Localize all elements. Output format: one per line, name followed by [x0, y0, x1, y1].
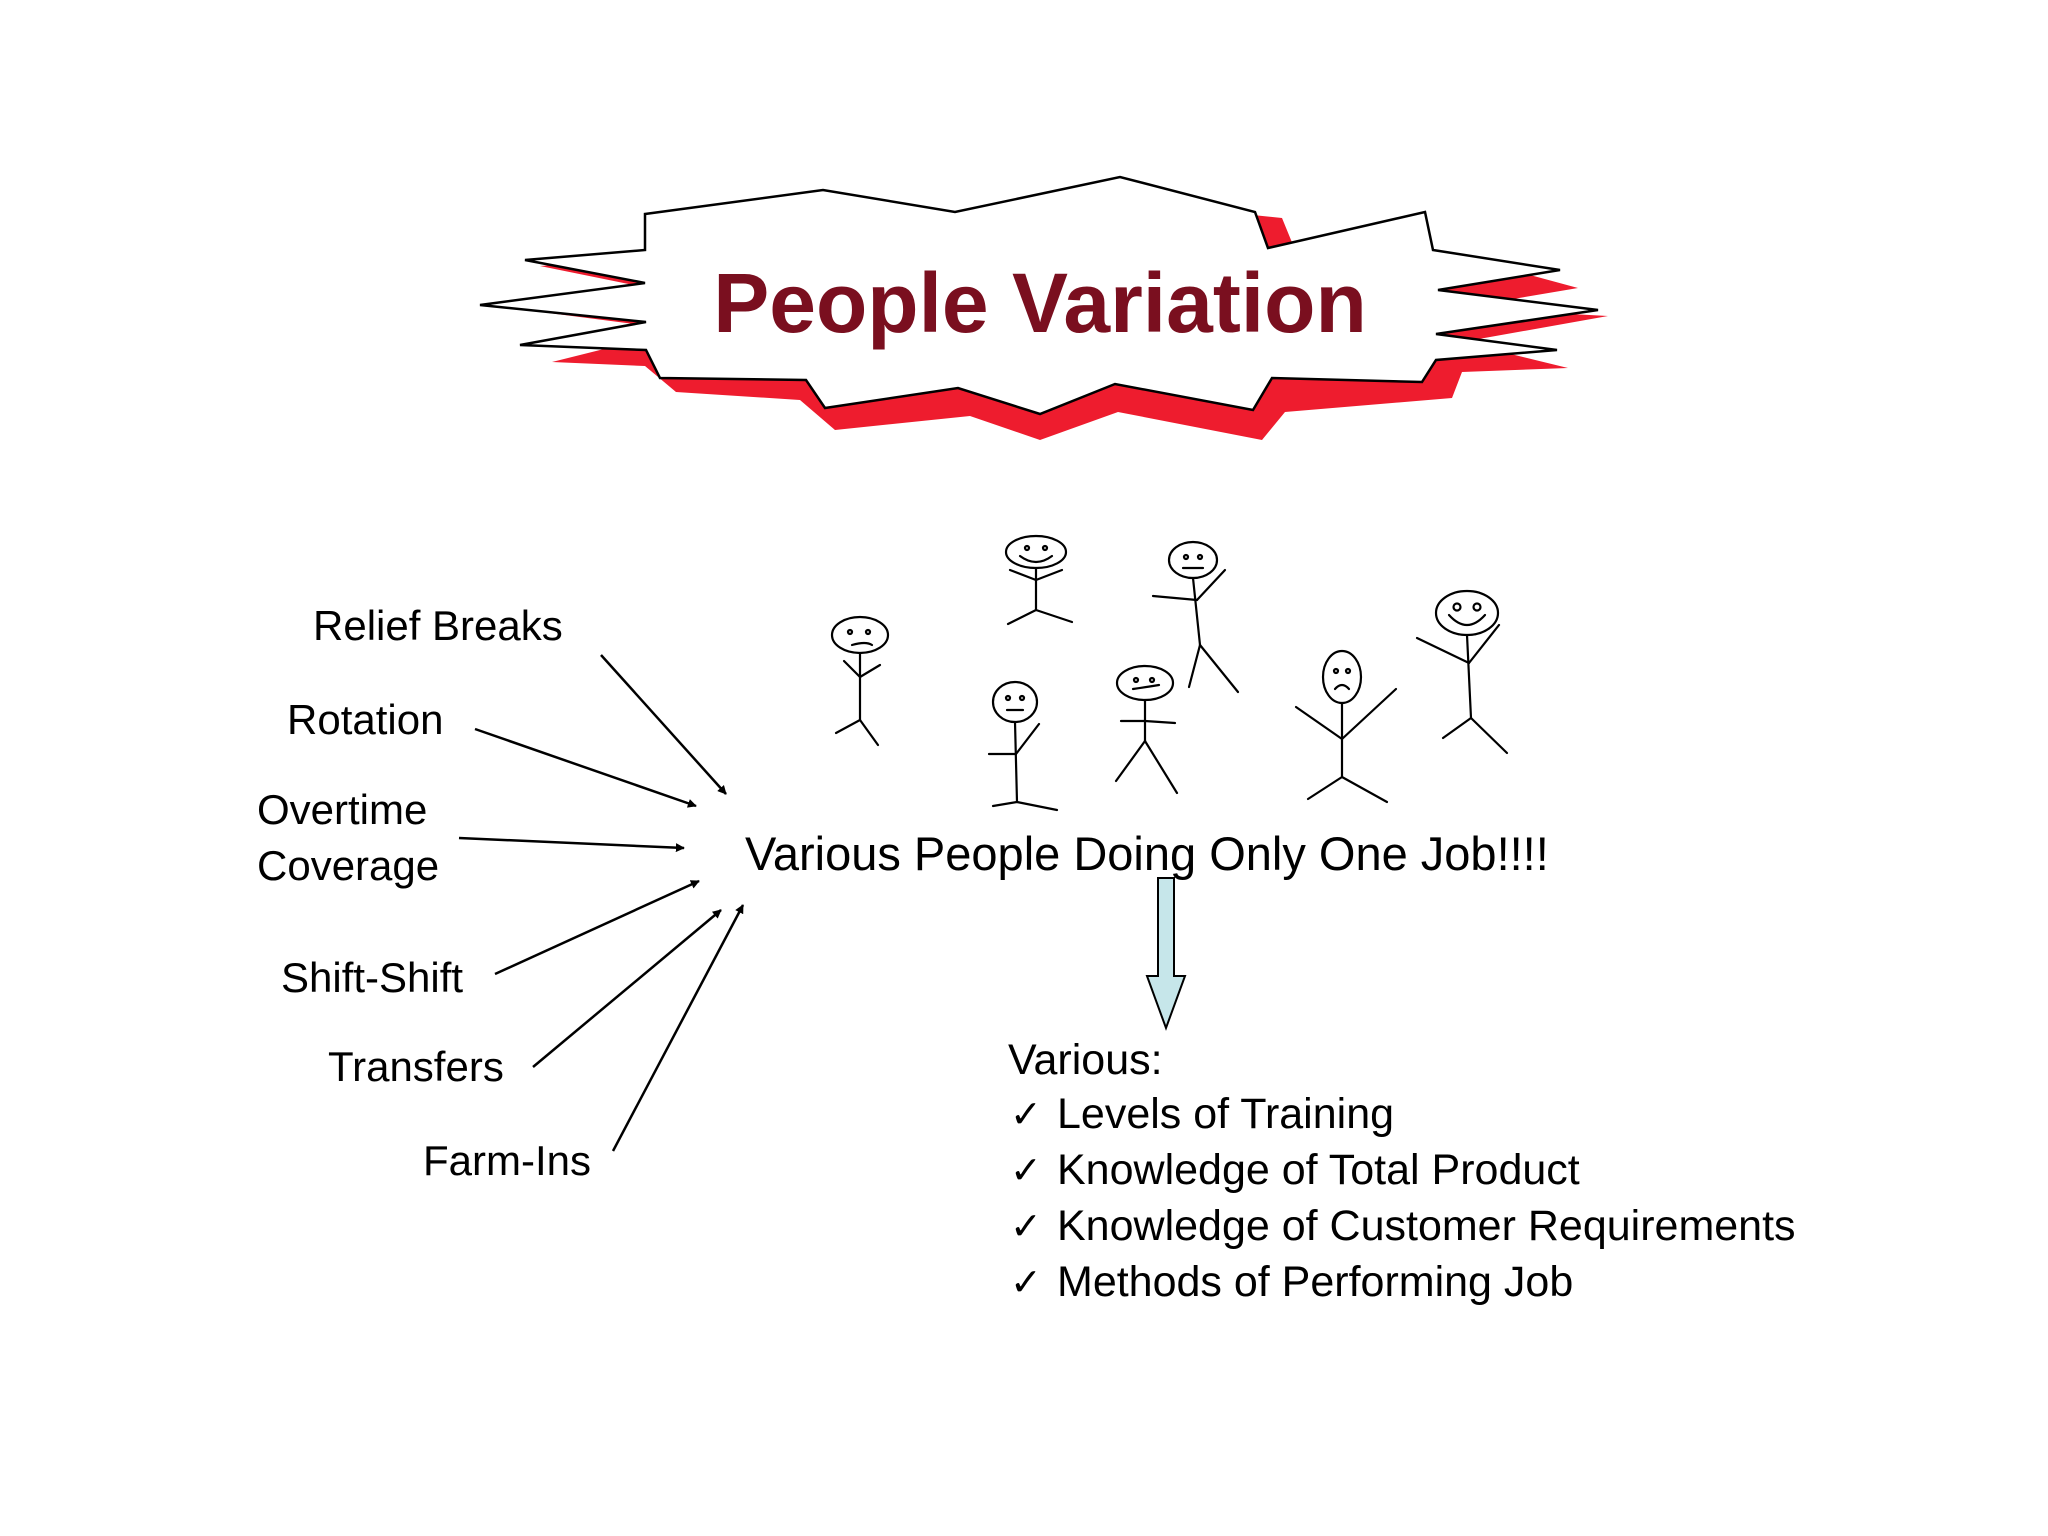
stick-figure-icon	[1294, 649, 1398, 804]
source-label-transfers: Transfers	[328, 1043, 504, 1090]
arrow-relief-breaks	[600, 654, 727, 795]
stick-figure-icon	[1151, 540, 1240, 694]
source-label-shift-shift: Shift-Shift	[281, 954, 463, 1001]
source-list: Relief Breaks Rotation Overtime Coverage…	[257, 602, 591, 1184]
source-label-overtime-line1: Overtime	[257, 786, 427, 833]
source-label-rotation: Rotation	[287, 696, 443, 743]
outcome-item-training: Levels of Training	[1057, 1090, 1394, 1138]
outcome-heading: Various:	[1008, 1036, 1163, 1084]
checkmark-icon: ✓	[1010, 1148, 1042, 1192]
central-statement: Various People Doing Only One Job!!!!	[745, 827, 1549, 880]
checkmark-icon: ✓	[1010, 1204, 1042, 1248]
arrow-farm-ins	[611, 904, 745, 1152]
source-label-farm-ins: Farm-Ins	[423, 1137, 591, 1184]
arrow-overtime-coverage	[458, 836, 685, 853]
stick-figure-icon	[830, 615, 890, 747]
stick-figures-group	[830, 534, 1509, 812]
stick-figure-icon	[1114, 664, 1179, 795]
outcome-item-methods: Methods of Performing Job	[1057, 1258, 1573, 1306]
checkmark-icon: ✓	[1010, 1092, 1042, 1136]
arrow-shift-shift	[494, 879, 700, 976]
down-arrow-icon	[1145, 877, 1187, 1031]
stick-figure-icon	[1004, 534, 1074, 626]
page-title: People Variation	[713, 256, 1367, 350]
outcome-item-total-product: Knowledge of Total Product	[1057, 1146, 1580, 1194]
outcome-item-customer-requirements: Knowledge of Customer Requirements	[1057, 1202, 1796, 1250]
source-label-overtime-line2: Coverage	[257, 842, 439, 889]
source-arrows	[458, 654, 745, 1152]
title-banner: People Variation	[479, 175, 1608, 440]
stick-figure-icon	[987, 680, 1059, 812]
outcome-list: Various: ✓ Levels of Training ✓ Knowledg…	[1008, 1036, 1796, 1306]
arrow-rotation	[474, 727, 697, 808]
source-label-overtime-coverage: Overtime Coverage	[257, 786, 439, 889]
checkmark-icon: ✓	[1010, 1260, 1042, 1304]
source-label-relief-breaks: Relief Breaks	[313, 602, 563, 649]
arrow-transfers	[532, 909, 722, 1068]
starburst-banner	[479, 175, 1599, 416]
stick-figure-icon	[1415, 589, 1509, 755]
